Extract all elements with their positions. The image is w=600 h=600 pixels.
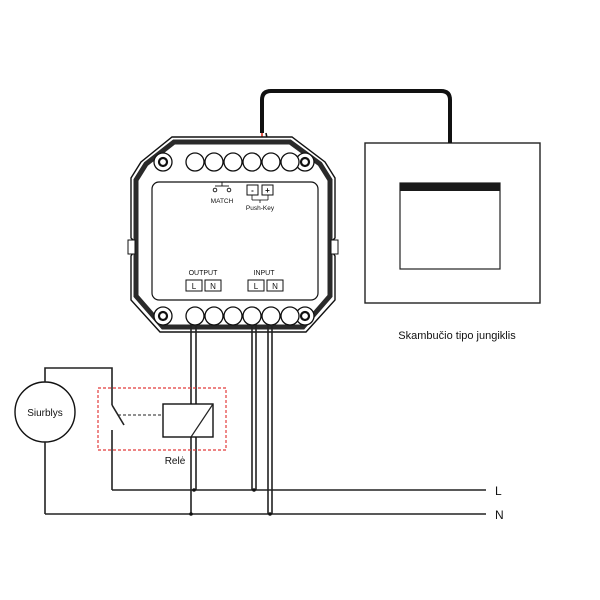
relay-coil — [162, 403, 214, 438]
junction-dot — [192, 488, 196, 492]
relay-contact — [111, 404, 125, 490]
bottom-terminal — [280, 306, 300, 326]
output-n-label: N — [210, 282, 216, 291]
push-plus-label: + — [265, 186, 270, 195]
output-l-label: L — [192, 282, 197, 291]
module-inner-panel — [151, 181, 319, 301]
top-terminal — [204, 152, 224, 172]
bottom-left-screw-head — [157, 310, 169, 322]
push-minus-label: - — [251, 186, 254, 195]
top-right-screw-head — [299, 156, 311, 168]
output-n-box — [204, 279, 222, 292]
module-right-notch — [330, 239, 339, 255]
relay-coil-diagonal — [190, 403, 214, 438]
smart-module: MATCH - + Push-Key OUTPUT INPUT L N L N — [127, 136, 339, 333]
bottom-terminal — [204, 306, 224, 326]
relay-label: Relė — [165, 456, 186, 467]
bottom-terminal — [261, 306, 281, 326]
match-label: MATCH — [211, 198, 234, 205]
input-l-label: L — [254, 282, 259, 291]
output-label: OUTPUT — [189, 270, 219, 277]
top-terminal — [223, 152, 243, 172]
bottom-terminal-block — [185, 306, 300, 326]
switch-rocker-bar — [400, 183, 500, 191]
live-line-label: L — [495, 484, 502, 498]
switch-caption: Skambučio tipo jungiklis — [398, 330, 516, 342]
input-n-label: N — [272, 282, 278, 291]
push-key-label: Push-Key — [246, 205, 275, 212]
switch-cable — [260, 89, 452, 143]
output-l-box — [185, 279, 203, 292]
switch-rocker — [399, 182, 501, 270]
bottom-terminal — [223, 306, 243, 326]
input-l-box — [247, 279, 265, 292]
pump-feed-wire — [44, 367, 113, 405]
junction-dot — [268, 512, 272, 516]
pump-label: Siurblys — [27, 408, 63, 419]
top-terminal — [261, 152, 281, 172]
match-button-symbol — [212, 181, 232, 193]
top-terminal — [280, 152, 300, 172]
push-key-symbol — [251, 195, 269, 203]
top-terminal — [185, 152, 205, 172]
junction-dot — [252, 488, 256, 492]
bottom-terminal — [185, 306, 205, 326]
top-left-screw-head — [157, 156, 169, 168]
bottom-terminal — [242, 306, 262, 326]
module-left-notch — [127, 239, 136, 255]
bottom-right-screw-head — [299, 310, 311, 322]
junction-dot — [189, 512, 193, 516]
push-plus-box — [261, 184, 274, 196]
doorbell-switch — [364, 142, 541, 304]
neutral-line-label: N — [495, 508, 504, 522]
top-terminal-block — [185, 152, 300, 172]
input-n-box — [266, 279, 284, 292]
push-minus-box — [246, 184, 259, 196]
top-terminal — [242, 152, 262, 172]
input-label: INPUT — [254, 270, 276, 277]
